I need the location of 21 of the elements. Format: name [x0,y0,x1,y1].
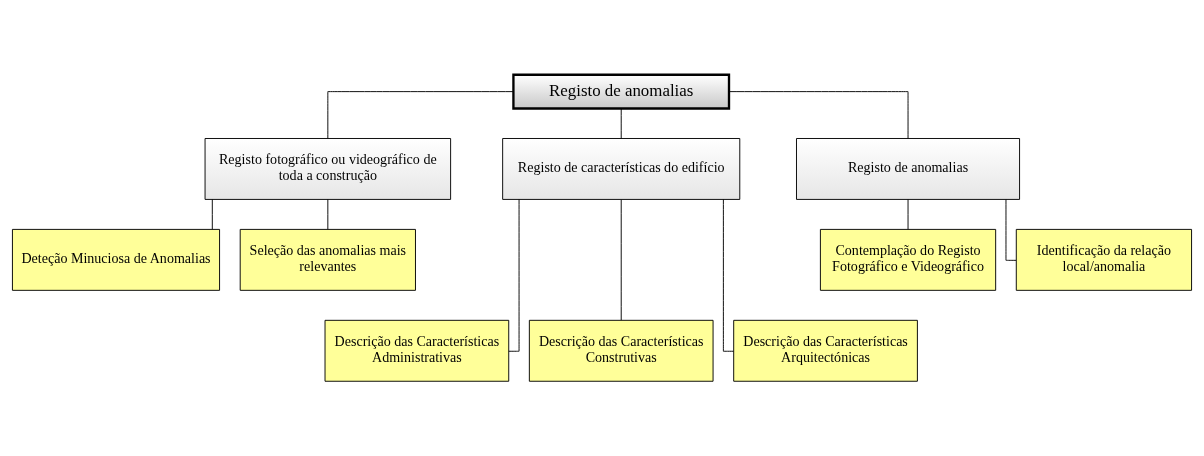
connector [211,199,213,230]
node-box: Deteção Minuciosa de Anomalias [11,228,221,291]
connector [728,91,909,139]
connector [907,199,909,230]
node-box: Registo de características do edifício [502,138,741,200]
connector [620,199,622,321]
node-box: Descrição das Características Arquitectónicas [733,319,918,382]
node-box: Descrição das Características Administrativas [324,319,510,382]
node-box: Descrição das Características Construtivas [528,319,714,382]
node-box: Registo de anomalias [512,73,731,110]
connector [327,91,514,139]
node-box: Seleção das anomalias mais relevantes [239,228,416,291]
connector [620,108,622,139]
connector [1005,199,1017,261]
node-box: Registo fotográfico ou videográfico de toda a construção [204,138,452,200]
connector [508,199,520,352]
connector [722,199,734,352]
node-box: Identificação da relação local/anomalia [1015,228,1193,291]
node-box: Contemplação do Registo Fotográfico e Videográfico [819,228,997,291]
node-box: Registo de anomalias [796,138,1021,200]
connector [327,199,329,230]
